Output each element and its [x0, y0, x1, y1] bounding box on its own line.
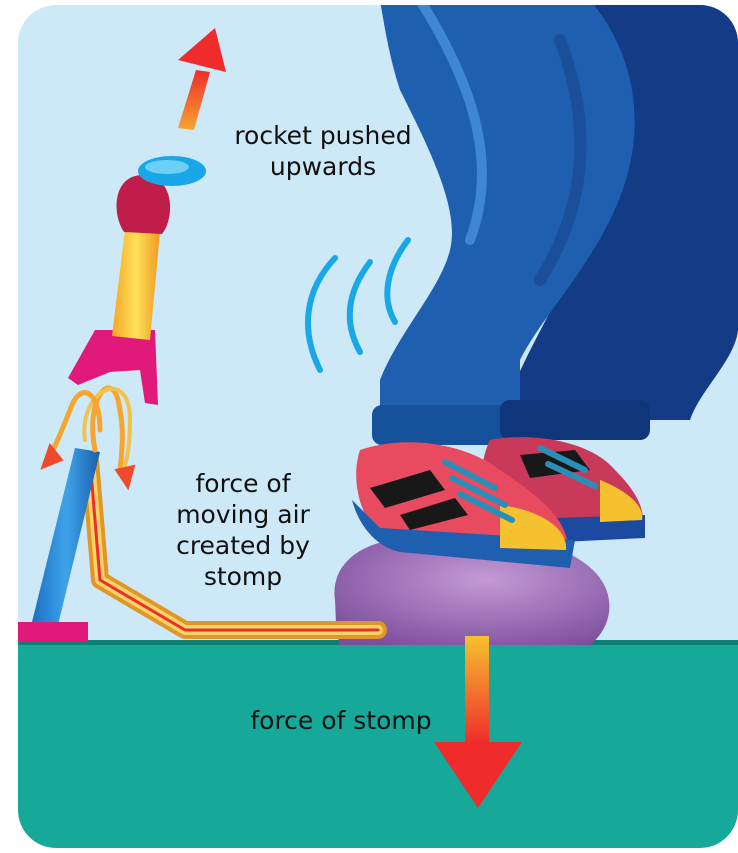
launcher-base — [18, 622, 88, 642]
moving-air-label: force of moving air created by stomp — [166, 468, 320, 592]
rocket-label-line2: upwards — [218, 151, 428, 182]
ground — [0, 643, 738, 853]
force-of-stomp-label: force of stomp — [236, 705, 446, 736]
rocket-label-line1: rocket pushed — [218, 120, 428, 151]
air-label-line4: stomp — [166, 561, 320, 592]
air-label-line1: force of — [166, 468, 320, 499]
air-label-line2: moving air — [166, 499, 320, 530]
air-label-line3: created by — [166, 530, 320, 561]
rocket-pushed-label: rocket pushed upwards — [218, 120, 428, 182]
